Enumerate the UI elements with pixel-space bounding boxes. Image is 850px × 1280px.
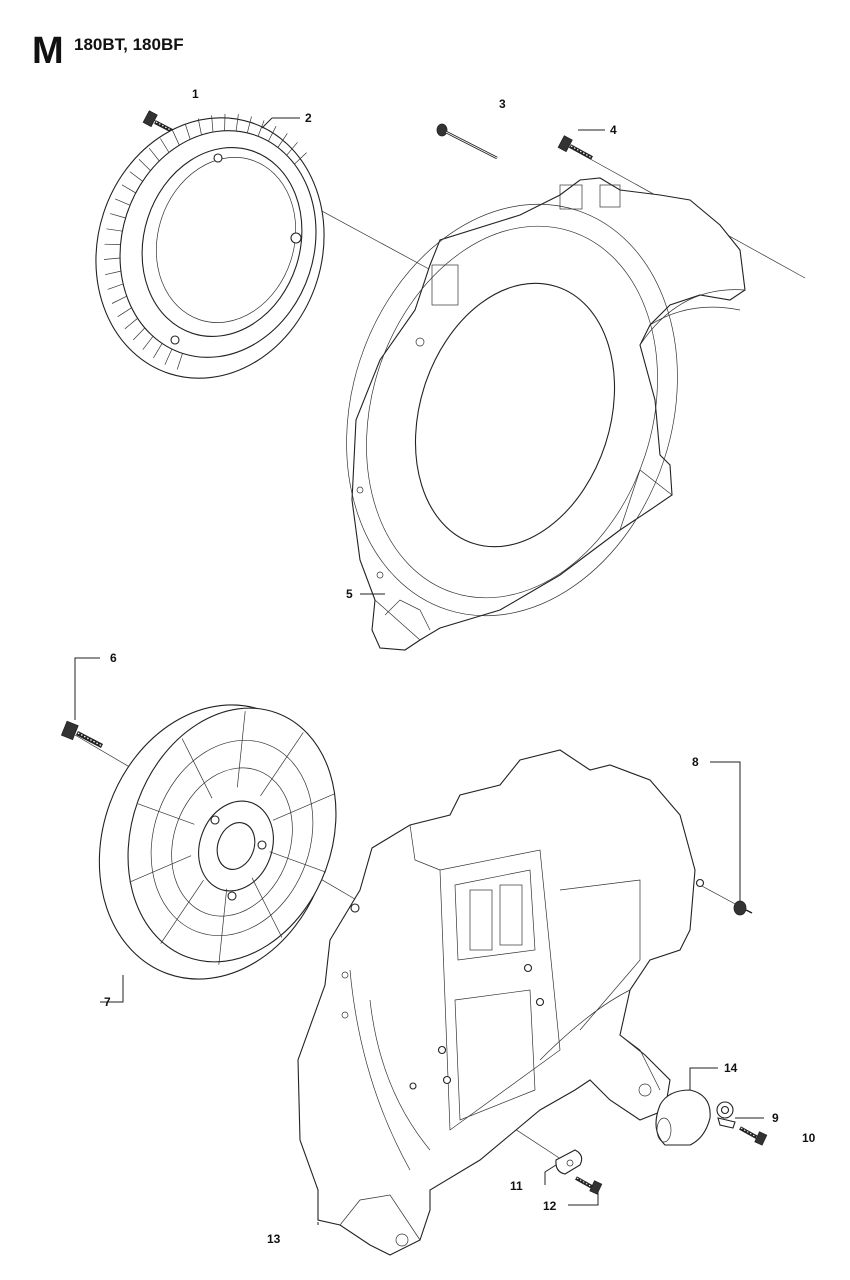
callout-13: 13 bbox=[267, 1232, 281, 1246]
callout-9: 9 bbox=[772, 1111, 779, 1125]
fan-blade bbox=[269, 851, 327, 873]
cooling-fin bbox=[211, 115, 214, 133]
callout-5: 5 bbox=[346, 587, 353, 601]
cooling-fin bbox=[172, 130, 180, 146]
screw-part-6 bbox=[60, 720, 104, 748]
fan-blade bbox=[160, 880, 204, 944]
cooling-fin bbox=[257, 120, 265, 137]
clip-part-11 bbox=[555, 1149, 583, 1175]
cooling-fin bbox=[110, 213, 126, 219]
fan-blade bbox=[129, 855, 192, 883]
cooling-fin bbox=[107, 283, 124, 290]
callout-labels: 1 2 3 4 5 6 7 8 9 10 11 12 13 14 bbox=[104, 87, 816, 1246]
cooling-fin bbox=[197, 118, 202, 136]
cooling-fin bbox=[106, 228, 123, 232]
callout-6: 6 bbox=[110, 651, 117, 665]
cooling-fin bbox=[176, 353, 183, 370]
section-letter: M bbox=[32, 30, 64, 72]
fan-blade bbox=[218, 888, 228, 965]
cooling-fin bbox=[277, 133, 288, 148]
callout-2: 2 bbox=[305, 111, 312, 125]
leader-lines bbox=[74, 117, 764, 1225]
long-bolt-part-3 bbox=[436, 123, 498, 160]
cooling-fin bbox=[129, 171, 143, 182]
cooling-fin bbox=[235, 114, 239, 132]
cooling-fin bbox=[286, 142, 298, 156]
callout-12: 12 bbox=[543, 1199, 557, 1213]
cooling-fin bbox=[124, 318, 138, 330]
cooling-fin bbox=[148, 147, 160, 162]
leader-line-2-tip bbox=[261, 117, 273, 129]
callout-14: 14 bbox=[724, 1061, 738, 1075]
leader-line-6 bbox=[74, 657, 100, 720]
cooling-fin bbox=[294, 152, 307, 165]
cooling-fin bbox=[153, 343, 163, 359]
fan-blade bbox=[236, 711, 246, 788]
cooling-fin bbox=[160, 138, 170, 153]
cooling-fin bbox=[111, 295, 127, 304]
clamp-part-9 bbox=[716, 1101, 736, 1129]
screw-part-10 bbox=[739, 1126, 768, 1146]
screw-part-4 bbox=[557, 135, 593, 160]
fan-blade bbox=[251, 877, 283, 938]
cooling-fin bbox=[268, 125, 277, 142]
cooling-fin bbox=[138, 159, 151, 171]
fan-blade bbox=[137, 803, 195, 825]
callout-8: 8 bbox=[692, 755, 699, 769]
fan-blade bbox=[272, 793, 335, 821]
cooling-fin bbox=[103, 257, 121, 260]
leader-line-11 bbox=[544, 1164, 557, 1185]
leader-line-14 bbox=[689, 1067, 718, 1090]
nut-part-8 bbox=[733, 900, 753, 916]
cooling-fin bbox=[164, 348, 173, 365]
callout-4: 4 bbox=[610, 123, 617, 137]
callout-11: 11 bbox=[510, 1179, 523, 1193]
fan-wheel-part-7 bbox=[98, 704, 337, 980]
fan-blade bbox=[260, 732, 304, 796]
cooling-fin bbox=[115, 198, 131, 206]
cooling-fin bbox=[184, 123, 191, 140]
cooling-fin bbox=[105, 270, 121, 276]
leader-line-8 bbox=[710, 761, 741, 902]
cooling-fin bbox=[121, 184, 136, 194]
leader-line-7 bbox=[100, 975, 124, 1003]
model-title: 180BT, 180BF bbox=[74, 35, 184, 54]
callout-1: 1 bbox=[192, 87, 199, 101]
finned-flywheel-part-2 bbox=[95, 113, 325, 379]
cooling-fin bbox=[117, 307, 132, 317]
fan-blade bbox=[181, 738, 213, 799]
screw-part-12 bbox=[575, 1176, 603, 1195]
cooling-fin bbox=[142, 336, 154, 350]
fan-housing-cover-part-5 bbox=[346, 177, 746, 651]
fan-housing-part-13 bbox=[297, 749, 705, 1256]
callout-7: 7 bbox=[104, 995, 111, 1009]
leader-line-12 bbox=[568, 1190, 599, 1206]
callout-10: 10 bbox=[802, 1131, 816, 1145]
cooling-fin bbox=[132, 327, 146, 341]
cover-cap-part-14 bbox=[655, 1089, 711, 1146]
callout-3: 3 bbox=[499, 97, 506, 111]
cooling-fin bbox=[246, 116, 252, 133]
